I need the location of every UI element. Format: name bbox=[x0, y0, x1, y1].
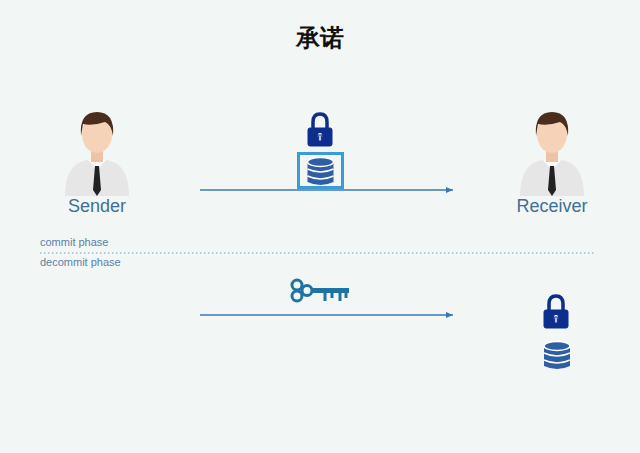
party-node: Receiver bbox=[453, 110, 638, 335]
diagram-title: 承诺 bbox=[0, 22, 640, 54]
message-arrow bbox=[200, 189, 453, 190]
party-label: Sender bbox=[68, 196, 126, 217]
phase-label: decommit phase bbox=[40, 256, 121, 268]
message-arrow bbox=[200, 314, 453, 315]
phase-label: commit phase bbox=[40, 236, 108, 248]
party-label: Receiver bbox=[516, 196, 587, 217]
party-node: Sender bbox=[0, 110, 200, 335]
